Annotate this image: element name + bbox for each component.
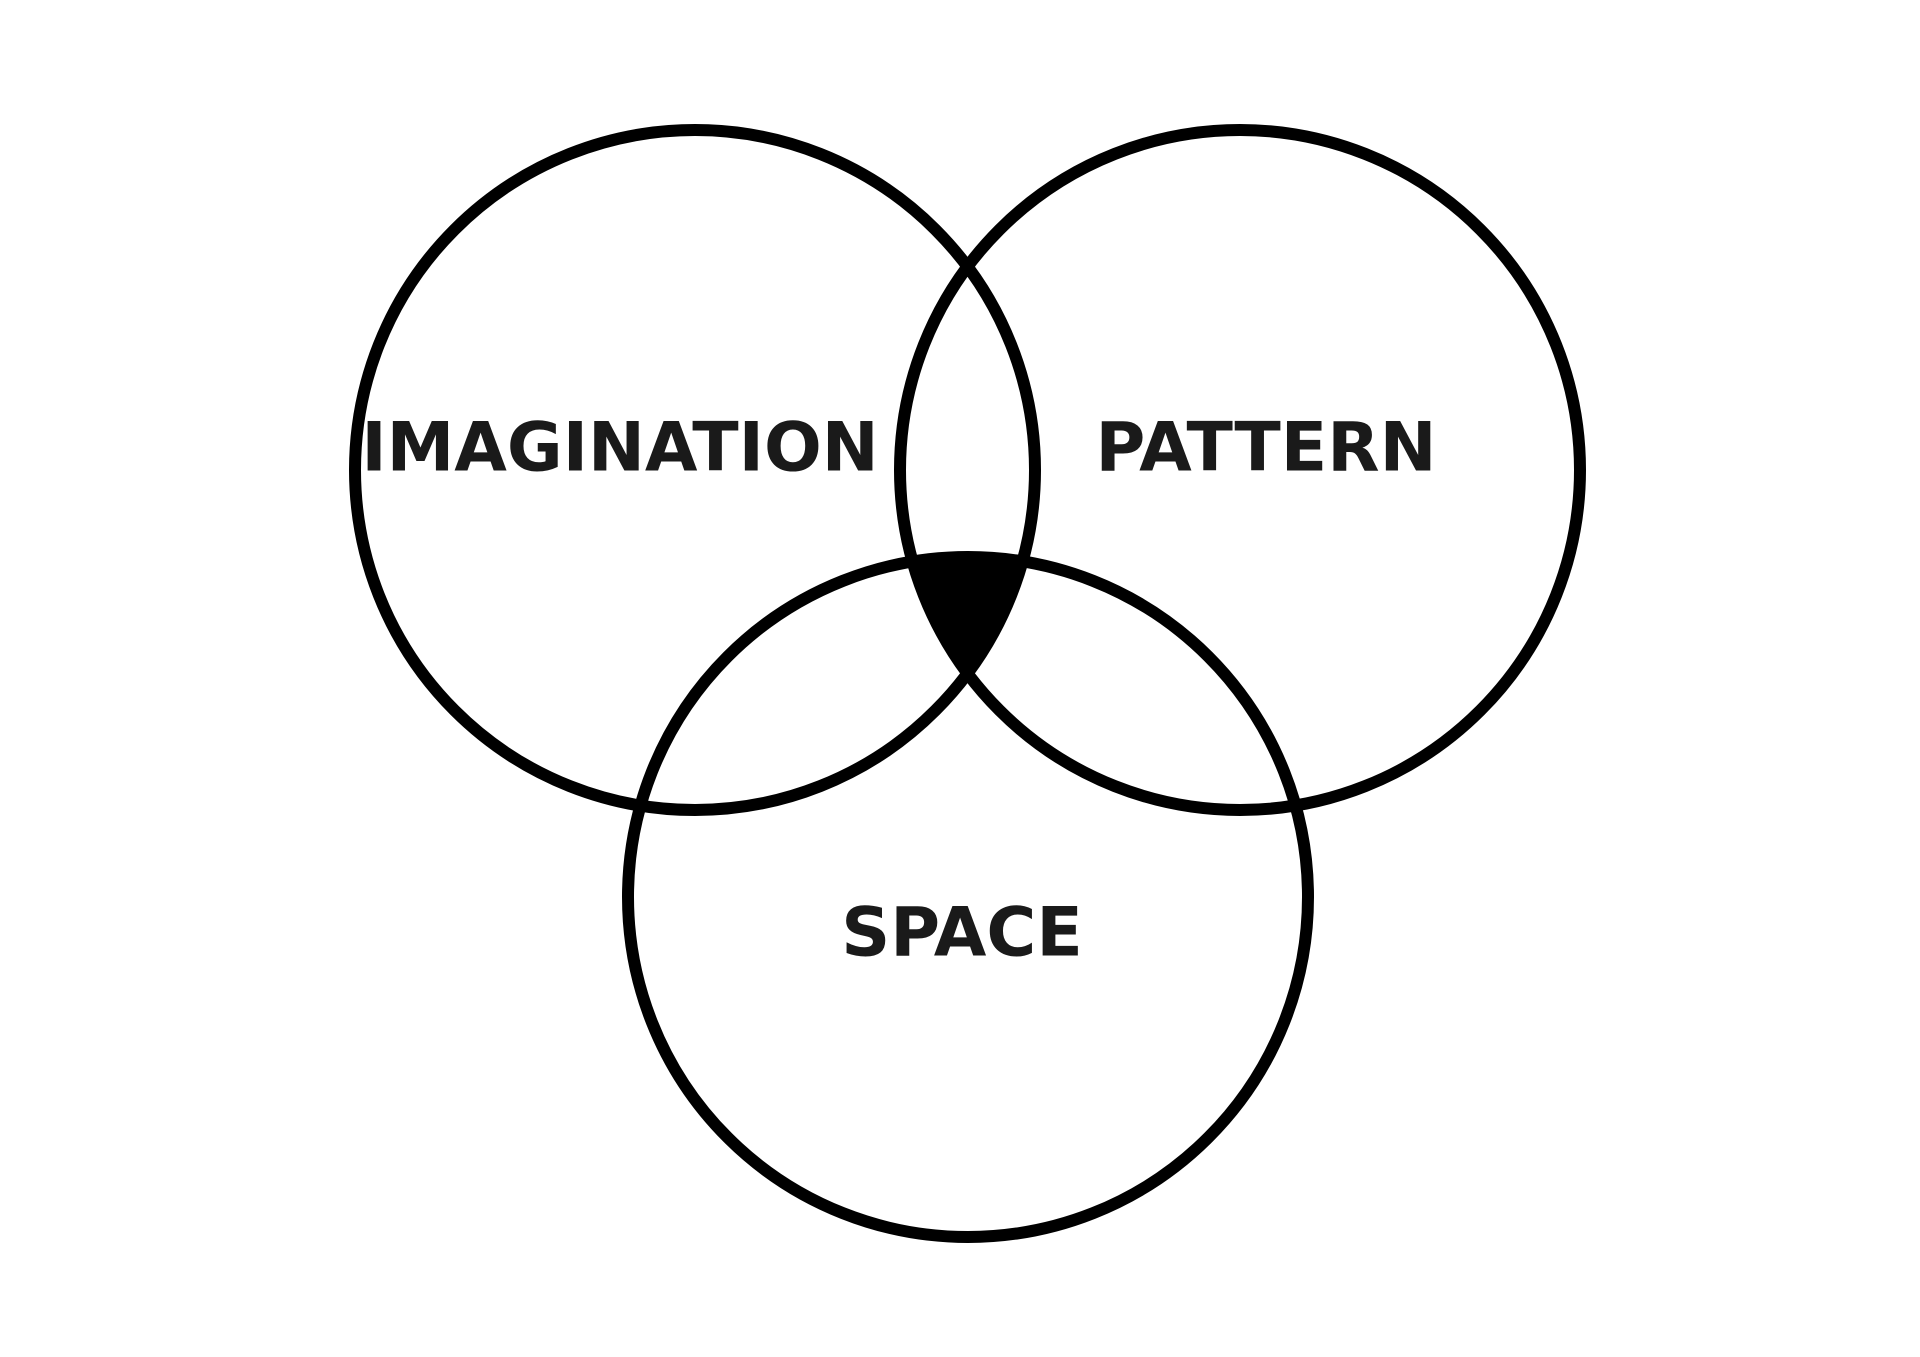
- space-label: SPACE: [841, 894, 1083, 973]
- imagination-circle: [349, 124, 1041, 816]
- pattern-label: PATTERN: [1096, 409, 1437, 488]
- space-circle: [622, 551, 1314, 1243]
- imagination-label: IMAGINATION: [361, 409, 878, 488]
- pattern-circle: [894, 124, 1586, 816]
